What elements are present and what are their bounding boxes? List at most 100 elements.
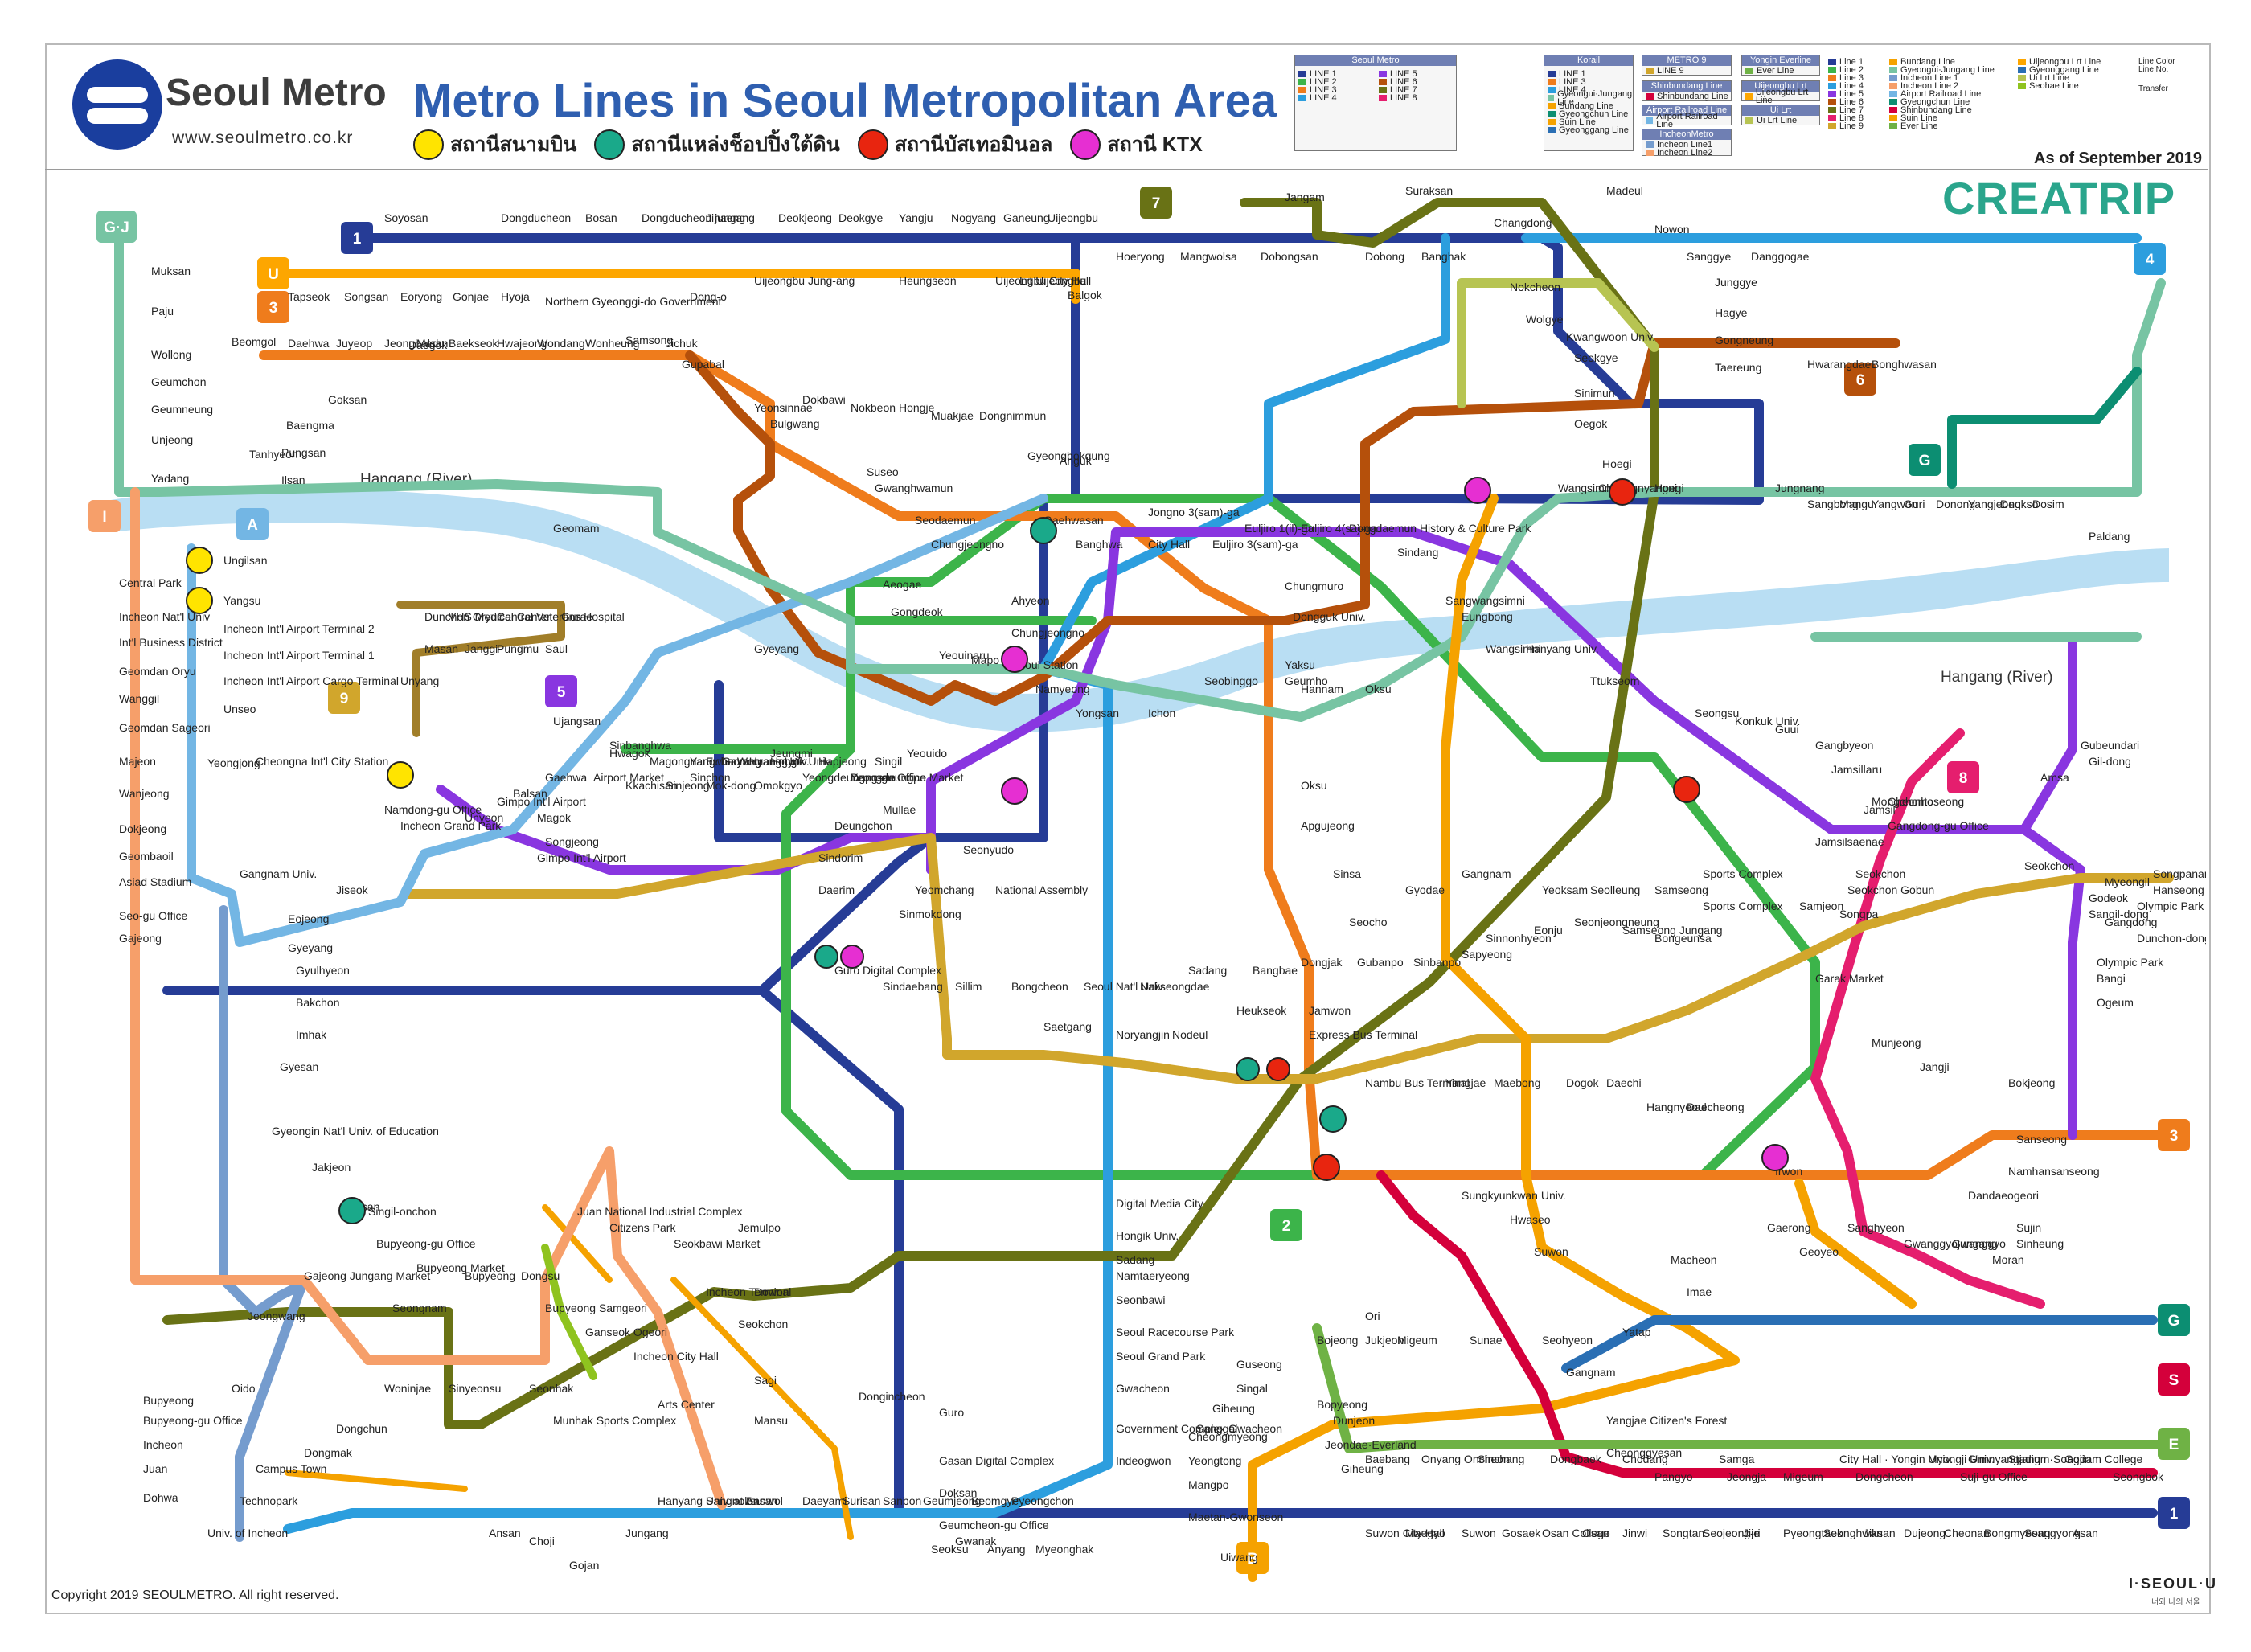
metro-map[interactable]: Hangang (River) Hangang (River) bbox=[47, 170, 2206, 1585]
station-label[interactable]: Geoyeo bbox=[1799, 1245, 1839, 1258]
station-label[interactable]: Dandaeogeori bbox=[1968, 1189, 2039, 1202]
station-label[interactable]: Sinheung bbox=[2016, 1237, 2064, 1250]
station-label[interactable]: Wolgye bbox=[1526, 313, 1564, 326]
station-label[interactable]: Guseong bbox=[1236, 1358, 1282, 1371]
station-label[interactable]: Songpanaru bbox=[2153, 867, 2206, 880]
station-label[interactable]: Gimpo Int'l Airport bbox=[537, 851, 626, 864]
station-label[interactable]: Sinbanpo bbox=[1413, 956, 1461, 969]
station-label[interactable]: Daehwa bbox=[288, 337, 330, 350]
station-label[interactable]: Jiseok bbox=[336, 883, 369, 896]
station-label[interactable]: Gongneung bbox=[1715, 334, 1773, 346]
station-label[interactable]: Jangji bbox=[1920, 1060, 1950, 1073]
station-label[interactable]: Yadang bbox=[151, 472, 189, 485]
station-label[interactable]: Unjeong bbox=[151, 433, 193, 446]
station-label[interactable]: Songtan bbox=[1663, 1527, 1704, 1539]
station-label[interactable]: Dongbaek bbox=[1550, 1453, 1602, 1465]
station-label[interactable]: Saul bbox=[545, 642, 568, 655]
station-label[interactable]: Express Bus Terminal bbox=[1309, 1028, 1417, 1041]
station-label[interactable]: Sujin bbox=[2016, 1221, 2041, 1234]
station-label[interactable]: Wangsimni bbox=[1558, 482, 1613, 494]
station-label[interactable]: Sinyeonsu bbox=[449, 1382, 501, 1395]
station-label[interactable]: Nakseongdae bbox=[1140, 980, 1210, 993]
station-label[interactable]: Chungjeongno bbox=[931, 538, 1004, 551]
station-label[interactable]: Government Complex Gwacheon bbox=[1116, 1422, 1282, 1435]
station-label[interactable]: Saetgang bbox=[1043, 1020, 1092, 1033]
station-label[interactable]: Woninjae bbox=[384, 1382, 431, 1395]
station-label[interactable]: Deokjeong bbox=[778, 211, 832, 224]
station-label[interactable]: Unyeon bbox=[465, 811, 503, 824]
station-label[interactable]: Balsan bbox=[513, 787, 547, 800]
station-label[interactable]: Changdong bbox=[1494, 216, 1552, 229]
station-label[interactable]: Myeongil bbox=[2105, 875, 2150, 888]
station-label[interactable]: Heungseon bbox=[899, 274, 957, 287]
station-label[interactable]: Mongchontoseong bbox=[1872, 795, 1964, 808]
station-label[interactable]: Hanyang Univ. bbox=[1526, 642, 1599, 655]
station-label[interactable]: Ogeum bbox=[2097, 996, 2134, 1009]
station-label[interactable]: Bongcheon bbox=[1011, 980, 1068, 993]
station-label[interactable]: Gyodae bbox=[1405, 883, 1445, 896]
station-label[interactable]: Omokgyo bbox=[754, 779, 802, 792]
station-label[interactable]: Pangyo bbox=[1654, 1470, 1693, 1483]
bus-terminal-dot-icon[interactable] bbox=[1673, 776, 1700, 803]
station-label[interactable]: Sadang bbox=[1188, 964, 1227, 977]
station-label[interactable]: Eungbong bbox=[1462, 610, 1513, 623]
station-label[interactable]: Daeyami bbox=[802, 1494, 847, 1507]
station-label[interactable]: Daerim bbox=[818, 883, 855, 896]
station-label[interactable]: Gangbyeon bbox=[1815, 739, 1873, 752]
bus-terminal-dot-icon[interactable] bbox=[1266, 1057, 1290, 1081]
station-label[interactable]: Bupyeong bbox=[143, 1394, 194, 1407]
station-label[interactable]: Bopyeong bbox=[1317, 1398, 1367, 1411]
station-label[interactable]: Nogyang bbox=[951, 211, 996, 224]
station-label[interactable]: Euljiro 4(sa)-ga bbox=[1301, 522, 1377, 535]
station-label[interactable]: Mok-dong bbox=[706, 779, 756, 792]
station-label[interactable]: Hanyang Univ. at Ansan bbox=[658, 1494, 777, 1507]
station-label[interactable]: Sangil-dong bbox=[2089, 908, 2149, 920]
station-label[interactable]: Yaksu bbox=[1285, 658, 1315, 671]
station-label[interactable]: Sanghyeon bbox=[1847, 1221, 1905, 1234]
station-label[interactable]: Jeondae·Everland bbox=[1325, 1438, 1417, 1451]
station-label[interactable]: Dongsu bbox=[521, 1269, 560, 1282]
station-label[interactable]: Sanbon bbox=[883, 1494, 921, 1507]
station-label[interactable]: Maebong bbox=[1494, 1076, 1540, 1089]
station-label[interactable]: Imhak bbox=[296, 1028, 327, 1041]
station-label[interactable]: Deokgye bbox=[838, 211, 883, 224]
station-label[interactable]: Nowon bbox=[1654, 223, 1690, 236]
station-label[interactable]: Suraksan bbox=[1405, 184, 1453, 197]
station-label[interactable]: Madu bbox=[416, 337, 445, 350]
station-label[interactable]: Campus Town bbox=[256, 1462, 326, 1475]
station-label[interactable]: Mangwolsa bbox=[1180, 250, 1237, 263]
station-label[interactable]: Jamwon bbox=[1309, 1004, 1351, 1017]
station-label[interactable]: Sinchon bbox=[690, 771, 731, 784]
station-label[interactable]: Uijeongbu Jung-ang bbox=[754, 274, 855, 287]
station-label[interactable]: Garak Market bbox=[1815, 972, 1884, 985]
station-label[interactable]: Samseong bbox=[1654, 883, 1708, 896]
station-label[interactable]: Donong bbox=[1936, 498, 1975, 510]
station-label[interactable]: Bongmyeong bbox=[1984, 1527, 2051, 1539]
station-label[interactable]: Gojan bbox=[569, 1559, 599, 1572]
station-label[interactable]: Suwon City Hall bbox=[1365, 1527, 1445, 1539]
station-label[interactable]: Konkuk Univ. bbox=[1735, 715, 1800, 728]
station-label[interactable]: Ganseok Ogeori bbox=[585, 1326, 667, 1338]
station-label[interactable]: Jeongja bbox=[1727, 1470, 1766, 1483]
station-label[interactable]: Dongdaemun History & Culture Park bbox=[1349, 522, 1531, 535]
ktx-station-dot-icon[interactable] bbox=[1464, 477, 1491, 504]
station-label[interactable]: Gaehwasan bbox=[1043, 514, 1104, 527]
station-label[interactable]: Euljiro 3(sam)-ga bbox=[1212, 538, 1298, 551]
station-label[interactable]: Hoegi bbox=[1654, 482, 1684, 494]
station-label[interactable]: Hongje bbox=[899, 401, 935, 414]
station-label[interactable]: Central Veterans Hospital bbox=[497, 610, 625, 623]
station-label[interactable]: Anyang bbox=[987, 1543, 1025, 1556]
station-label[interactable]: Daegok bbox=[408, 338, 448, 351]
ktx-station-dot-icon[interactable] bbox=[1761, 1144, 1789, 1171]
station-label[interactable]: Hyoja bbox=[501, 290, 530, 303]
station-label[interactable]: Moran bbox=[1992, 1253, 2024, 1266]
station-label[interactable]: Ilsan bbox=[281, 473, 305, 486]
station-label[interactable]: Dowon bbox=[754, 1285, 789, 1298]
station-label[interactable]: Suwon bbox=[1462, 1527, 1496, 1539]
station-label[interactable]: Maetan-Gwonseon bbox=[1188, 1511, 1283, 1523]
station-label[interactable]: Seonbawi bbox=[1116, 1293, 1166, 1306]
station-label[interactable]: Gajeong bbox=[119, 932, 162, 945]
station-label[interactable]: Seoul Station bbox=[1011, 658, 1078, 671]
station-label[interactable]: Incheon City Hall bbox=[633, 1350, 719, 1363]
station-label[interactable]: Dobongsan bbox=[1261, 250, 1318, 263]
